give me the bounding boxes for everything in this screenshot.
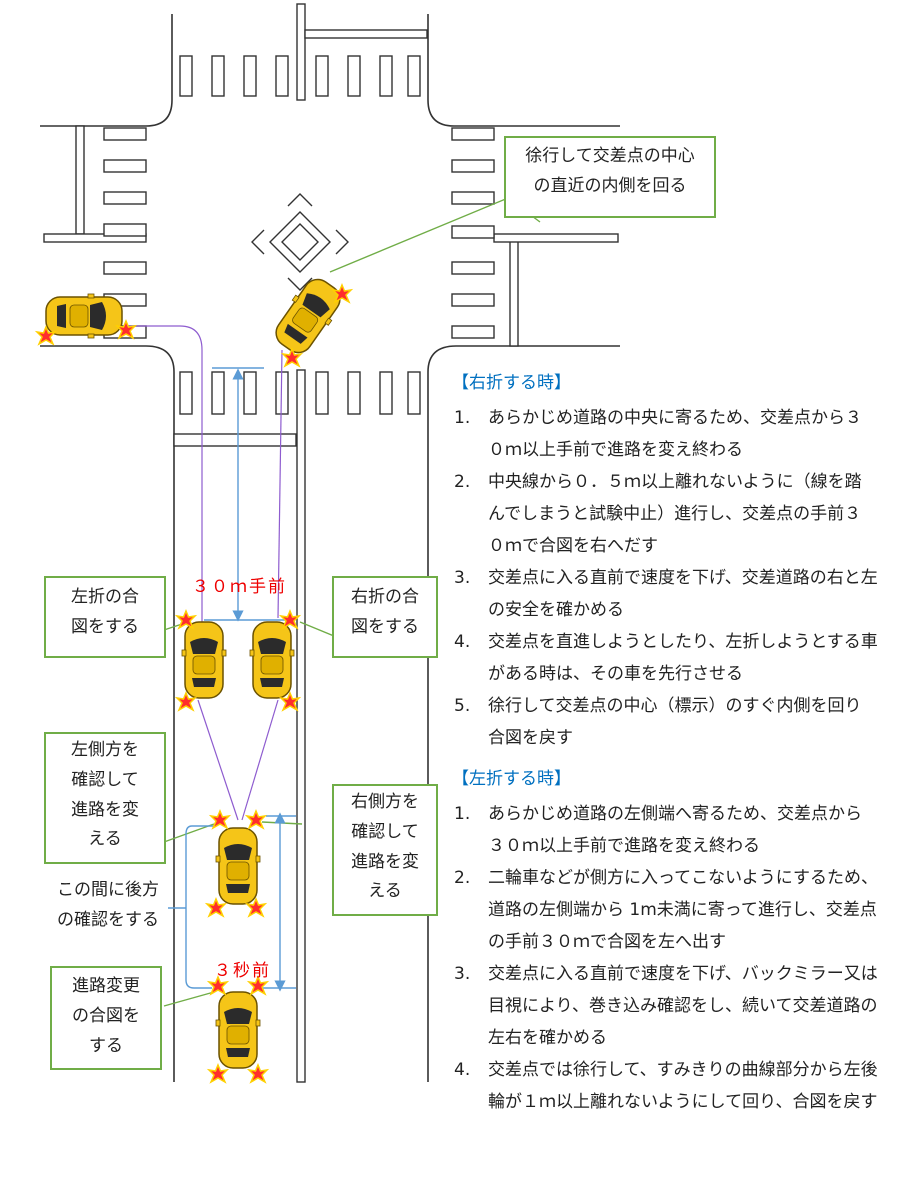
intersection-center-marking (251, 193, 349, 291)
car-left-signal (181, 621, 227, 699)
label-rear-check: この間に後方 の確認をする (57, 880, 159, 930)
crosswalk-right (451, 127, 495, 339)
right-turn-item: 4.交差点を直進しようとしたり、左折しようとする車がある時は、その車を先行させる (454, 632, 878, 684)
car-right-turn-center (267, 271, 349, 361)
crosswalk-bottom (179, 371, 421, 415)
driving-paths (124, 325, 283, 821)
right-turn-item: 3.交差点に入る直前で速度を下げ、交差道路の右と左の安全を確かめる (454, 568, 878, 620)
left-turn-heading: 【左折する時】 (452, 769, 571, 789)
right-turn-item: 2.中央線から０．５ｍ以上離れないように（線を踏んでしまうと試験中止）進行し、交… (454, 472, 862, 556)
crosswalk-top (179, 55, 421, 97)
left-turn-list: 1.あらかじめ道路の左側端へ寄るため、交差点から３０ｍ以上手前で進路を変え終わる… (448, 798, 878, 1118)
car-lane-change (215, 827, 261, 905)
car-start (215, 991, 261, 1069)
car-left-turn-exit (45, 293, 123, 339)
left-turn-item: 2.二輪車などが側方に入ってこないようにするため、道路の左側端から 1m未満に寄… (454, 868, 878, 952)
right-turn-item: 5.徐行して交差点の中心（標示）のすぐ内側を回り合図を戻す (454, 696, 862, 748)
right-turn-list: 1.あらかじめ道路の中央に寄るため、交差点から３０ｍ以上手前で進路を変え終わる … (448, 402, 878, 754)
car-right-signal (249, 621, 295, 699)
right-turn-heading: 【右折する時】 (452, 373, 571, 393)
callout-left-check: 左側方を 確認して 進路を変 える (44, 732, 166, 864)
callout-lane-change-signal: 進路変更 の合図を する (50, 966, 162, 1070)
road-edges (40, 14, 620, 1082)
right-turn-item: 1.あらかじめ道路の中央に寄るため、交差点から３０ｍ以上手前で進路を変え終わる (454, 408, 862, 460)
left-turn-item: 4.交差点では徐行して、すみきりの曲線部分から左後輪が１ｍ以上離れないようにして… (454, 1060, 878, 1112)
callout-right-check: 右側方を 確認して 進路を変 える (332, 784, 438, 916)
measure-lines (168, 367, 296, 992)
left-turn-rules: 【左折する時】 1.あらかじめ道路の左側端へ寄るため、交差点から３０ｍ以上手前で… (448, 766, 878, 1118)
callout-right-signal: 右折の合 図をする (332, 576, 438, 658)
road-markings (43, 3, 619, 1083)
label-thirty-m-before: ３０ｍ手前 (192, 577, 287, 597)
callout-center-turn: 徐行して交差点の中心 の直近の内側を回る (504, 136, 716, 218)
left-turn-item: 3.交差点に入る直前で速度を下げ、バックミラー又は目視により、巻き込み確認をし、… (454, 964, 878, 1048)
right-turn-rules: 【右折する時】 1.あらかじめ道路の中央に寄るため、交差点から３０ｍ以上手前で進… (448, 370, 878, 754)
label-three-sec-before: ３秒前 (214, 961, 271, 981)
callout-left-signal: 左折の合 図をする (44, 576, 166, 658)
left-turn-item: 1.あらかじめ道路の左側端へ寄るため、交差点から３０ｍ以上手前で進路を変え終わる (454, 804, 862, 856)
